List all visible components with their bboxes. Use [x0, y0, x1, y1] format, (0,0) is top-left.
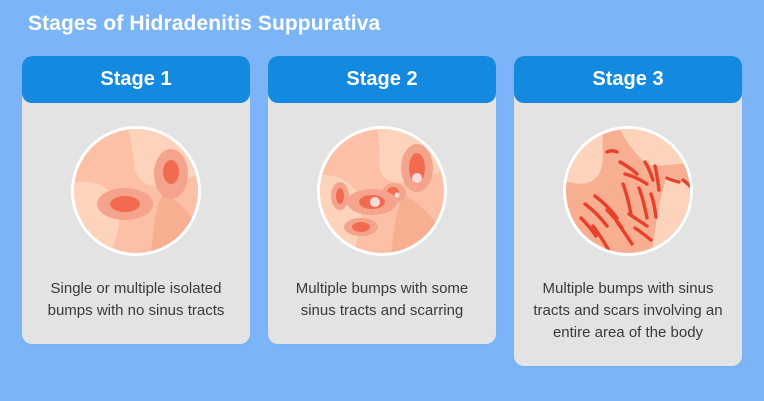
stage-card-caption-2: Multiple bumps with some sinus tracts an… [295, 280, 469, 319]
skin-stage-3-icon [563, 126, 693, 256]
stage-card-caption-3: Multiple bumps with sinus tracts and sca… [533, 280, 723, 341]
stage-card-1: Stage 1 Single or multipl [22, 56, 250, 344]
stage-card-header-3: Stage 3 [514, 56, 742, 103]
skin-illustration-stage-2 [313, 122, 451, 260]
stage-card-title-1: Stage 1 [100, 68, 172, 90]
skin-illustration-stage-1 [67, 122, 205, 260]
skin-illustration-stage-3 [559, 122, 697, 260]
stage-card-2: Stage 2 [268, 56, 496, 344]
stage-card-3: Stage 3 [514, 56, 742, 366]
skin-stage-1-icon [71, 126, 201, 256]
page-title: Stages of Hidradenitis Suppurativa [28, 12, 381, 35]
stage-card-title-2: Stage 2 [346, 68, 418, 90]
stage-card-title-3: Stage 3 [592, 68, 664, 90]
stage-card-header-1: Stage 1 [22, 56, 250, 103]
stages-card-row: Stage 1 Single or multipl [0, 56, 764, 366]
stage-card-header-2: Stage 2 [268, 56, 496, 103]
stage-card-caption-1: Single or multiple isolated bumps with n… [47, 280, 225, 319]
skin-stage-2-icon [317, 126, 447, 256]
